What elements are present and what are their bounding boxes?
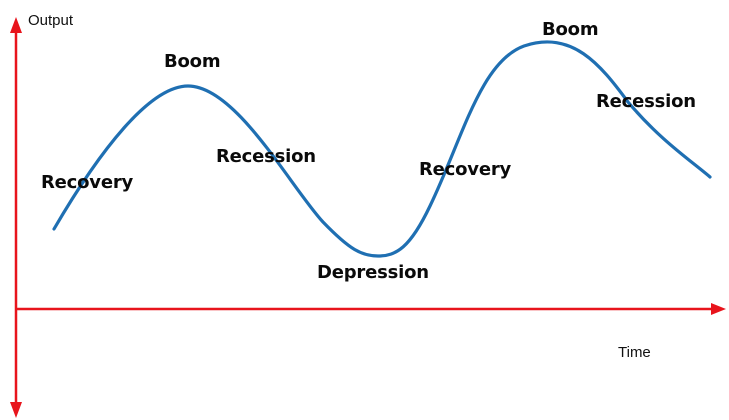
phase-label-recession-1: Recession [216, 146, 316, 167]
business-cycle-curve [52, 40, 712, 258]
y-axis-arrow-down-icon [10, 402, 22, 418]
y-axis-arrow-up-icon [10, 17, 22, 33]
phase-label-recovery-2: Recovery [419, 159, 512, 180]
x-axis [16, 303, 726, 315]
y-axis-title: Output [28, 12, 74, 29]
x-axis-arrow-right-icon [711, 303, 726, 315]
phase-label-boom-1: Boom [164, 51, 220, 72]
phase-label-depression: Depression [317, 262, 429, 283]
phase-label-boom-2: Boom [542, 19, 598, 40]
phase-label-recovery-1: Recovery [41, 172, 134, 193]
y-axis [10, 17, 22, 418]
x-axis-title: Time [618, 344, 651, 361]
phase-label-recession-2: Recession [596, 91, 696, 112]
